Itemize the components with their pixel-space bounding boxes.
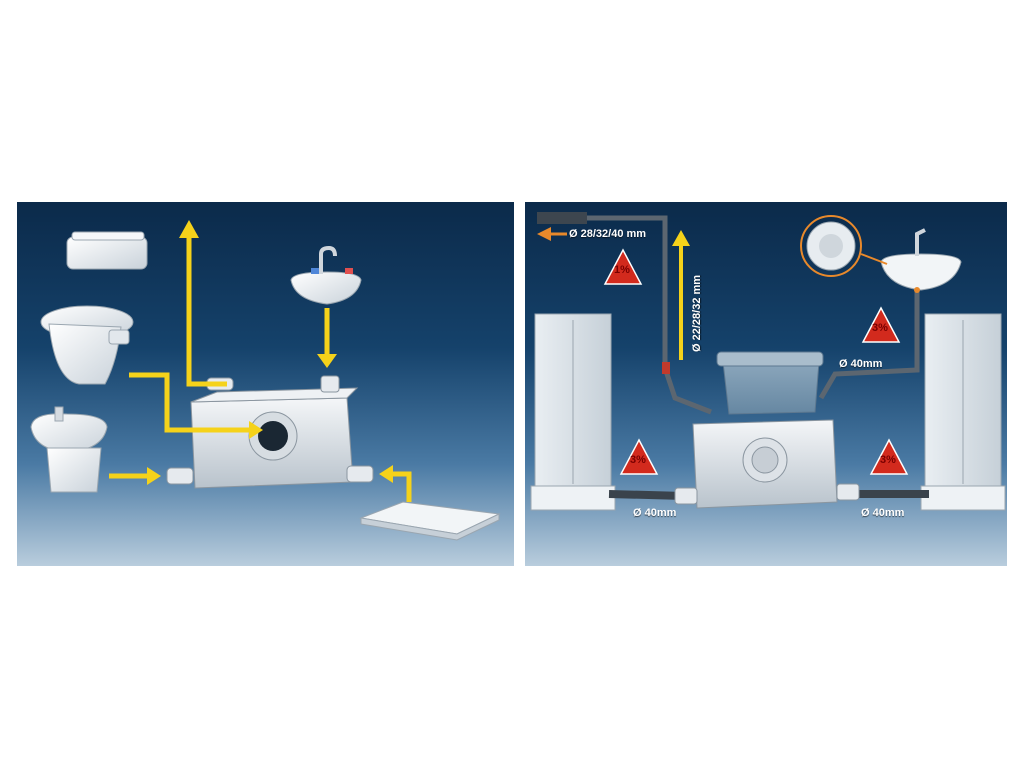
shower-left-slope-label: 3%	[630, 454, 646, 466]
drain-strainer-detail-icon	[801, 216, 887, 276]
discharge-up-arrowhead	[672, 230, 690, 246]
toilet-icon	[41, 232, 147, 384]
shower-inlet-arrow	[391, 474, 409, 502]
shower-right-slope-label: 3%	[880, 454, 896, 466]
flow-diagram-illustration	[17, 202, 514, 566]
basin-slope-label: 3%	[872, 322, 888, 334]
discharge-vertical-dim-label: Ø 22/28/32 mm	[691, 275, 703, 352]
basin-pipe-dim-label: Ø 40mm	[839, 358, 882, 370]
shower-cabin-right	[921, 314, 1005, 510]
shower-left-pipe-dim-label: Ø 40mm	[633, 507, 676, 519]
bidet-icon	[31, 407, 107, 492]
discharge-left-arrowhead	[537, 227, 551, 241]
discharge-up-arrow	[189, 234, 227, 384]
shower-right-pipe-dim-label: Ø 40mm	[861, 507, 904, 519]
discharge-horizontal-dim-label: Ø 28/32/40 mm	[569, 228, 646, 240]
shower-cabin-left	[531, 314, 615, 510]
discharge-slope-label: 1%	[614, 264, 630, 276]
installation-diagram-panel: Ø 28/32/40 mm Ø 22/28/32 mm Ø 40mm Ø 40m…	[525, 202, 1007, 566]
flow-diagram-panel	[17, 202, 514, 566]
installation-illustration	[525, 202, 1007, 566]
wall-basin-icon	[881, 230, 961, 293]
shower-left-pipe	[609, 494, 685, 496]
wash-basin-icon	[291, 248, 361, 304]
shower-tray-icon	[361, 502, 499, 540]
basin-drain-pipe	[821, 290, 917, 398]
